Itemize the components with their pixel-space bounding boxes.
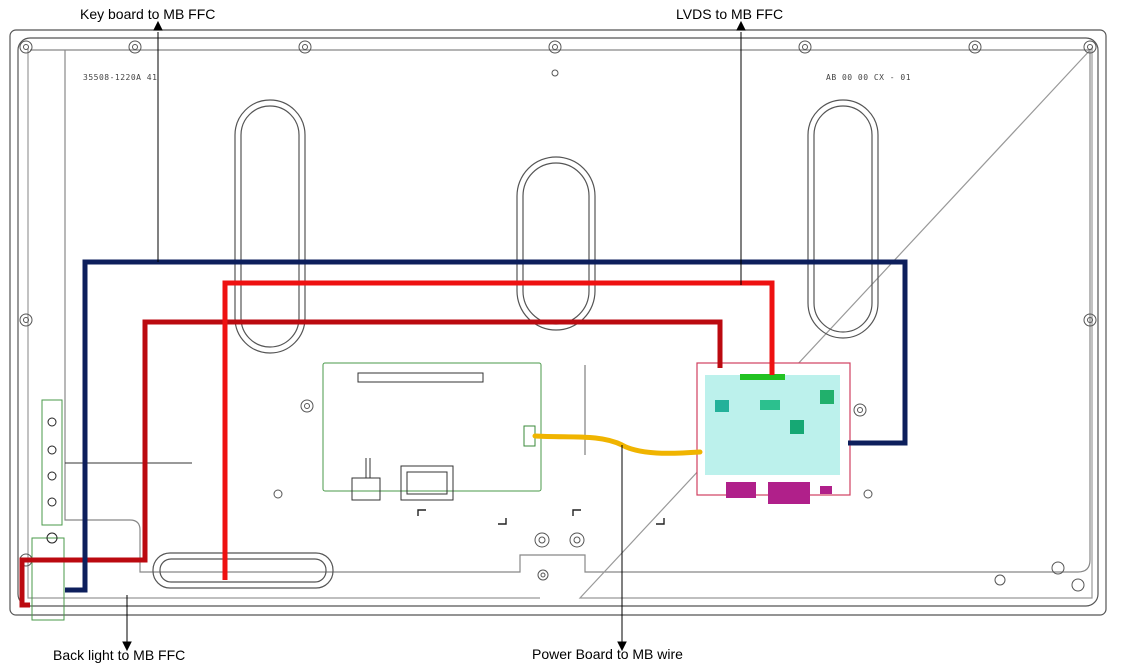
main-board xyxy=(696,362,851,504)
keyboard-ffc-route xyxy=(65,259,908,593)
power-wire-label: Power Board to MB wire xyxy=(532,646,683,662)
mounting-holes xyxy=(19,40,1097,592)
power-board xyxy=(322,362,542,501)
lvds-ffc-route xyxy=(222,280,775,580)
panel-oval-cutouts xyxy=(152,99,879,589)
backlight-ffc-label: Back light to MB FFC xyxy=(53,647,186,663)
callout-arrows xyxy=(122,20,746,652)
panel-code-left: 35508-1220A 41 xyxy=(83,73,158,82)
keyboard-ffc-label: Key board to MB FFC xyxy=(80,6,216,22)
panel-chassis xyxy=(9,29,1107,616)
backlight-ffc-route xyxy=(19,319,723,608)
panel-code-right: AB 00 00 CX - 01 xyxy=(826,73,912,82)
key-board xyxy=(31,399,65,621)
lvds-ffc-label: LVDS to MB FFC xyxy=(676,6,784,22)
alignment-marks xyxy=(417,509,665,525)
power-wire-route xyxy=(532,433,703,456)
